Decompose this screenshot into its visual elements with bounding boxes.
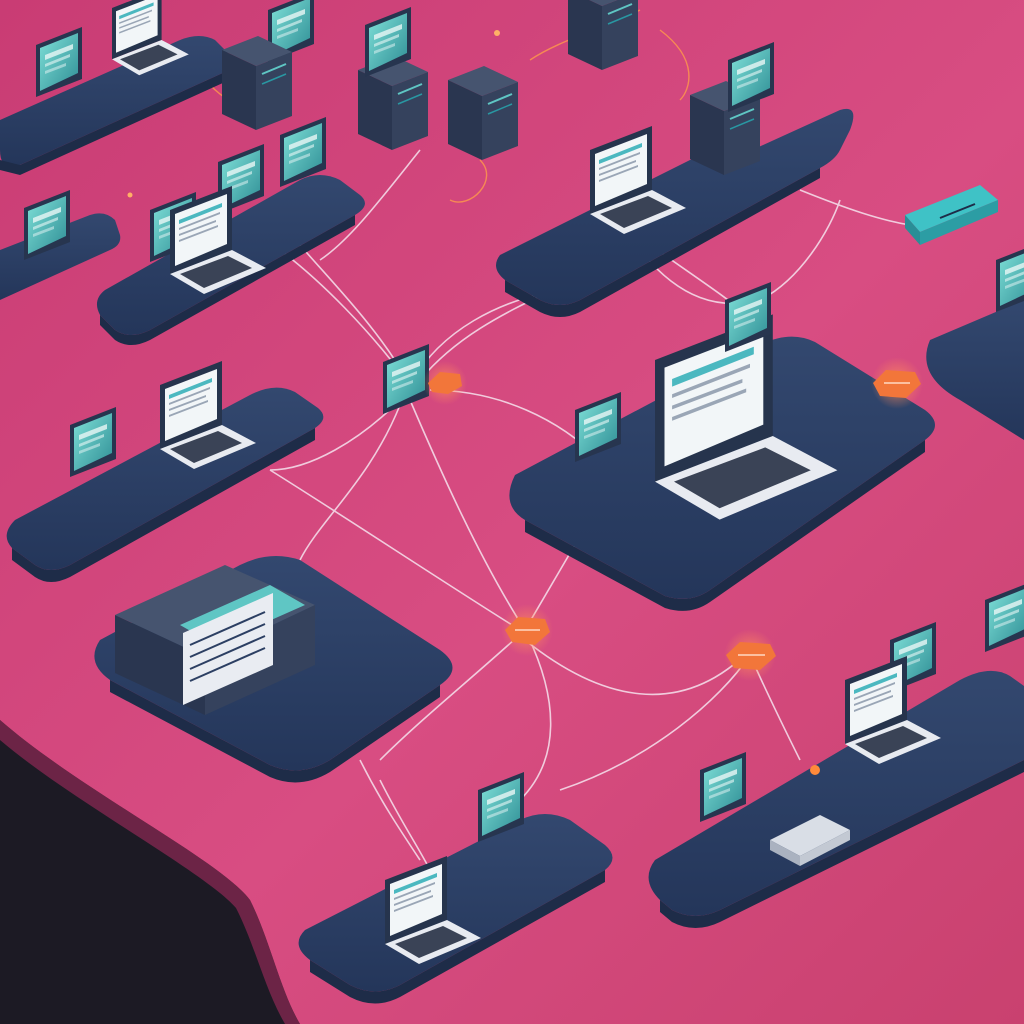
platform [298, 814, 613, 992]
platform [6, 387, 324, 570]
network-node-icon [501, 604, 553, 656]
server-rack-icon [115, 565, 315, 715]
server-icon [447, 65, 519, 161]
server-icon [221, 35, 293, 131]
devices [24, 0, 1024, 964]
platform [0, 36, 234, 167]
floor-edge [0, 720, 300, 1024]
router-icon [905, 185, 998, 245]
network-node-icon [871, 357, 923, 409]
printer-icon [770, 815, 850, 866]
platform [648, 670, 1024, 916]
network-nodes [127, 30, 923, 775]
network-node-icon [724, 629, 776, 681]
network-node-icon [423, 361, 467, 405]
